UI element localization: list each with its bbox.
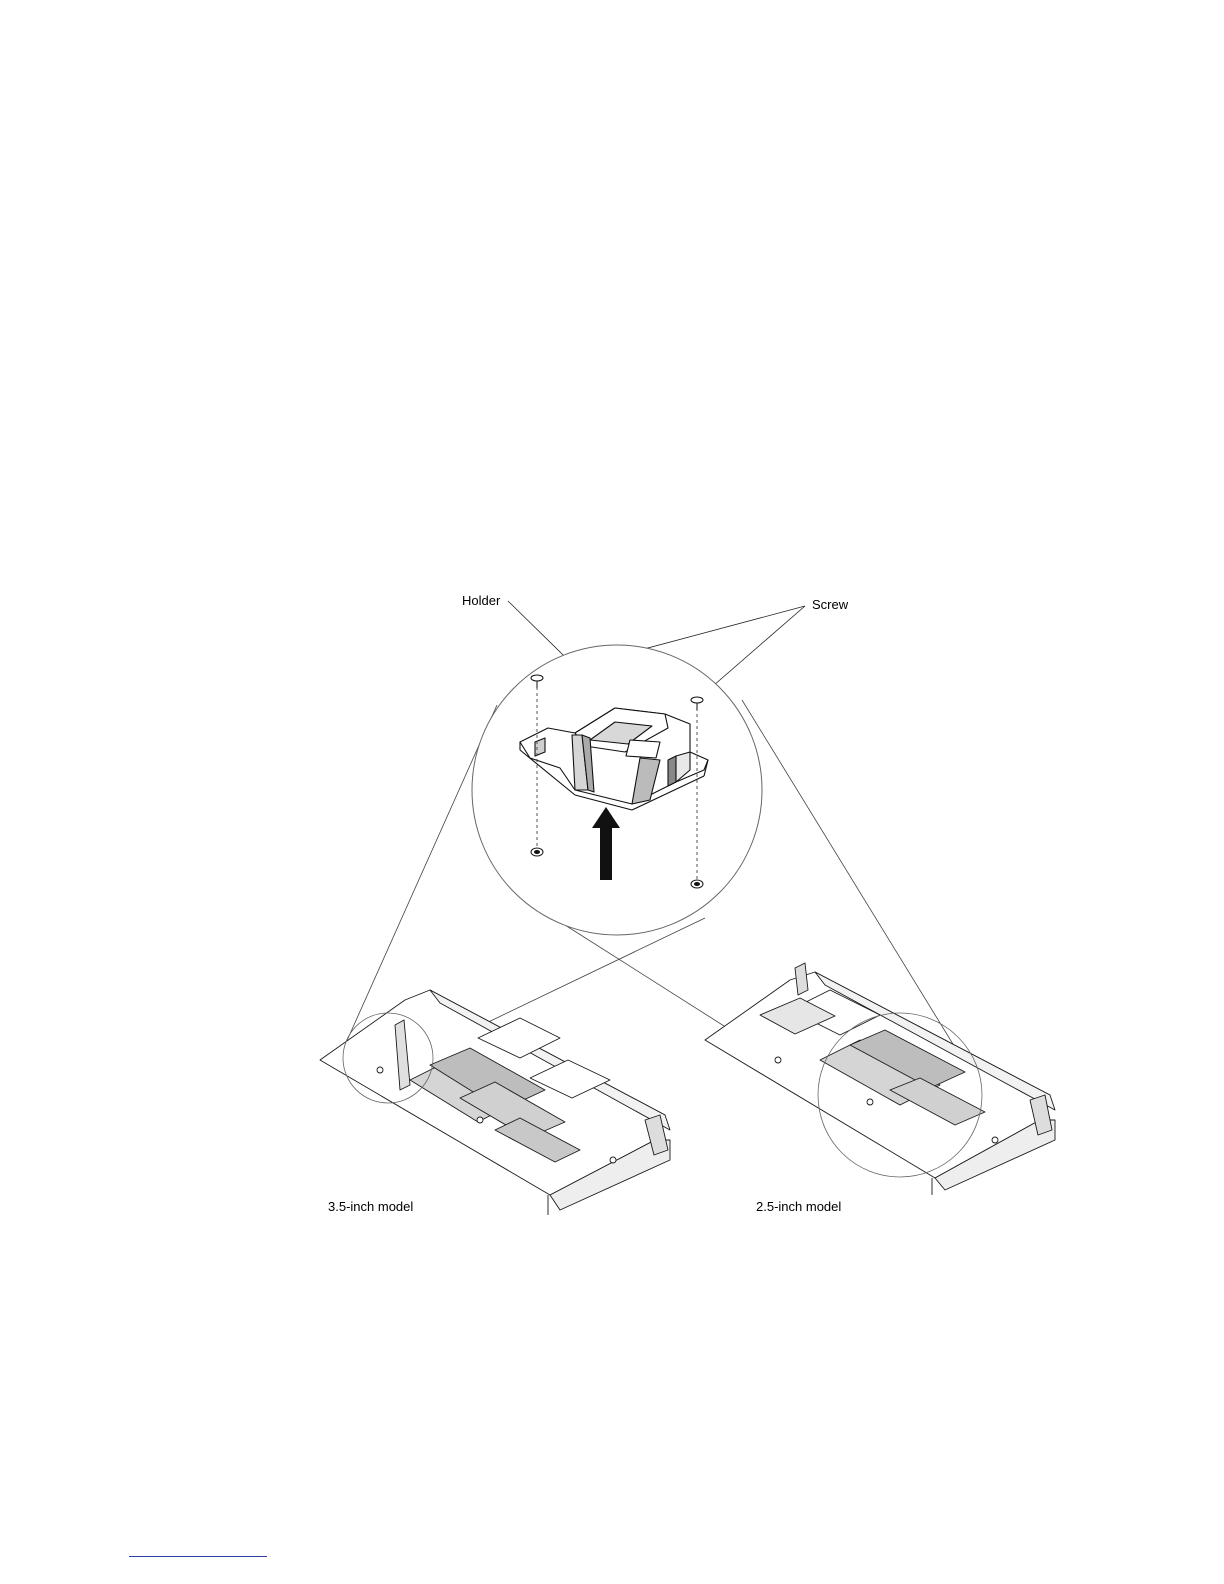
chassis-3-5-inch: [320, 990, 670, 1215]
screw-callout: Screw: [812, 597, 848, 612]
holder-callout: Holder: [462, 593, 500, 608]
standoff: [691, 880, 703, 888]
caption-2-5-inch-model: 2.5-inch model: [756, 1199, 841, 1214]
caption-3-5-inch-model: 3.5-inch model: [328, 1199, 413, 1214]
chassis-2-5-inch: [705, 963, 1055, 1195]
footer-link-rule[interactable]: [129, 1556, 267, 1557]
standoff: [531, 848, 543, 856]
